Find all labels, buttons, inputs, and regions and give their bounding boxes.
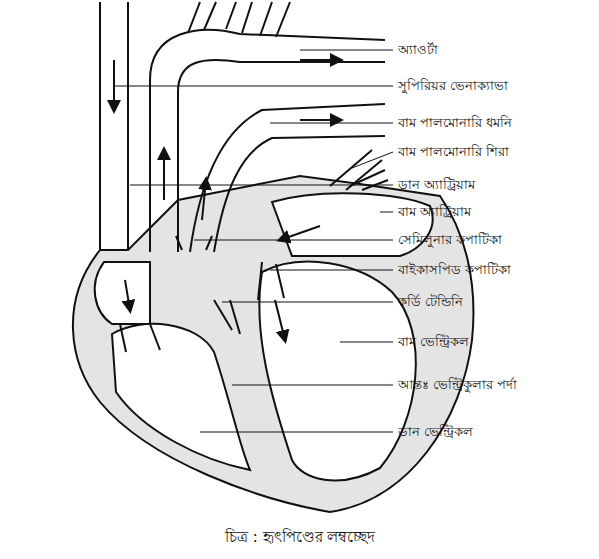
vessel-label: বাম পালমোনারি শিরা [398, 144, 509, 160]
vessel-label: বাম পালমোনারি ধমনি [398, 115, 512, 131]
valve-label: সেমিলুনার কপাটিকা [398, 232, 502, 248]
chamber-label: বাম অ্যাট্রিয়াম [398, 204, 471, 220]
chamber-label: বাম ভেন্ট্রিকল [398, 334, 469, 350]
chamber-label: ডান ভেন্ট্রিকল [398, 424, 473, 440]
chamber-label: ডান অ্যাট্রিয়াম [398, 177, 475, 193]
part-label: কর্ডি টেন্ডিনি [398, 294, 463, 310]
vessel-label: অ্যাওর্টা [398, 42, 438, 58]
vessel-label: সুপিরিয়র ভেনাক্যাভা [398, 78, 508, 94]
part-label: আন্তঃ ভেন্ট্রিকুলার পর্দা [398, 377, 517, 393]
figure-caption: চিত্র : হৃৎপিণ্ডের লম্বচ্ছেদ [225, 528, 375, 546]
valve-label: বাইকাসপিড কপাটিকা [398, 262, 511, 278]
